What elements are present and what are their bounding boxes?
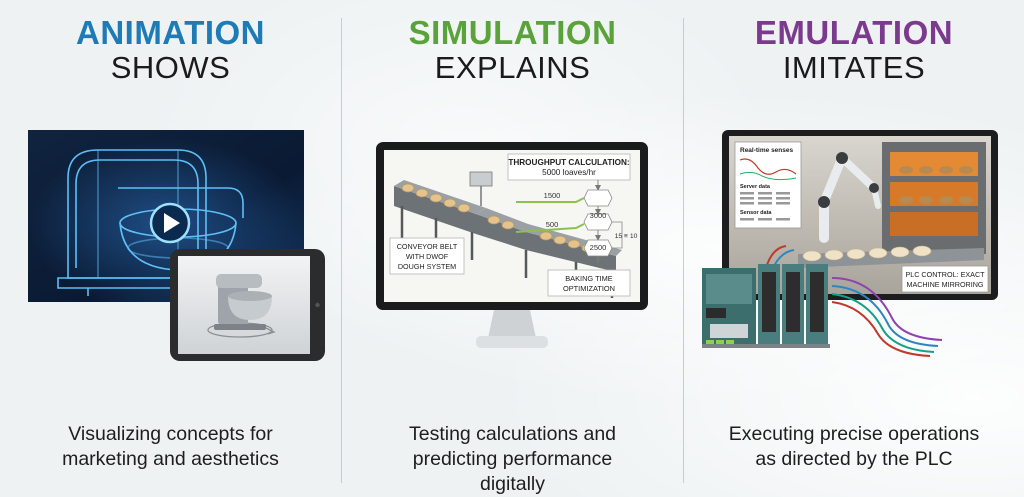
flow-value: 15 ≡ 10 [615, 233, 638, 240]
oven [882, 142, 986, 254]
simulation-monitor: THROUGHPUT CALCULATION: 5000 loaves/hr 1… [376, 142, 648, 348]
animation-caption-line: Visualizing concepts for [68, 423, 273, 445]
conveyor-belt [394, 171, 622, 298]
emulation-caption: Executing precise operations as directed… [684, 422, 1024, 472]
flow-value: 1500 [544, 191, 561, 200]
conveyor-label-box [389, 237, 465, 275]
conveyor-label-line: CONVEYOR BELT [397, 242, 458, 251]
column-divider-2 [683, 18, 684, 483]
simulation-caption-line: digitally [479, 473, 546, 495]
simulation-caption-line: Testing calculations and [408, 423, 617, 445]
flow-value: 2500 [590, 243, 607, 252]
throughput-value: 5000 loaves/hr [542, 168, 596, 177]
baking-label-line: OPTIMIZATION [563, 284, 615, 293]
throughput-box [507, 153, 631, 181]
flow-value: 500 [546, 220, 559, 229]
dough-row [802, 245, 932, 262]
tablet-device [170, 249, 325, 361]
emulation-title: EMULATION [754, 14, 954, 51]
emulation-illustration: Real-time senses Server data Sensor data… [702, 130, 998, 357]
flow-value: 3000 [590, 211, 607, 220]
robot-arm [818, 152, 881, 243]
plc-label-line: MACHINE MIRRORING [906, 280, 983, 289]
emulation-subtitle: IMITATES [782, 50, 926, 85]
simulation-column: SIMULATION EXPLAINS T [342, 0, 683, 497]
animation-subtitle: SHOWS [110, 50, 231, 85]
sensor-panel-section: Server data [740, 184, 771, 190]
baking-label-box [547, 269, 631, 297]
sensor-panel-title: Real-time senses [740, 147, 793, 154]
conveyor-label-line: WITH DWOF [406, 252, 449, 261]
emulation-caption-line: as directed by the PLC [755, 448, 953, 470]
animation-title: ANIMATION [75, 14, 266, 51]
mixer-3d-icon [207, 274, 276, 338]
animation-caption: Visualizing concepts for marketing and a… [0, 422, 341, 472]
simulation-caption: Testing calculations and predicting perf… [342, 422, 683, 497]
simulation-subtitle: EXPLAINS [434, 50, 591, 85]
emulation-caption-line: Executing precise operations [728, 423, 980, 445]
conveyor-label-line: DOUGH SYSTEM [398, 262, 456, 271]
simulation-caption-line: predicting performance [412, 448, 613, 470]
throughput-title: THROUGHPUT CALCULATION: [508, 158, 629, 167]
animation-caption-line: marketing and aesthetics [62, 448, 279, 470]
sensor-panel-section: Sensor data [740, 210, 772, 216]
sensor-panel: Real-time senses Server data Sensor data [734, 141, 802, 229]
plc-label-line: PLC CONTROL: EXACT [905, 270, 985, 279]
baking-label-line: BAKING TIME [565, 274, 613, 283]
animation-illustration [28, 130, 325, 361]
plc-cables [765, 245, 943, 357]
plc-label-box [901, 265, 989, 293]
simulation-title: SIMULATION [408, 14, 617, 51]
plc-controller [702, 264, 830, 348]
animation-column: ANIMATION SHOWS [0, 0, 341, 497]
column-divider-1 [341, 18, 342, 483]
flowchart: 1500 500 3000 2500 15 ≡ 10 [515, 180, 638, 265]
emulation-column: EMULATION IMITATES [684, 0, 1024, 497]
